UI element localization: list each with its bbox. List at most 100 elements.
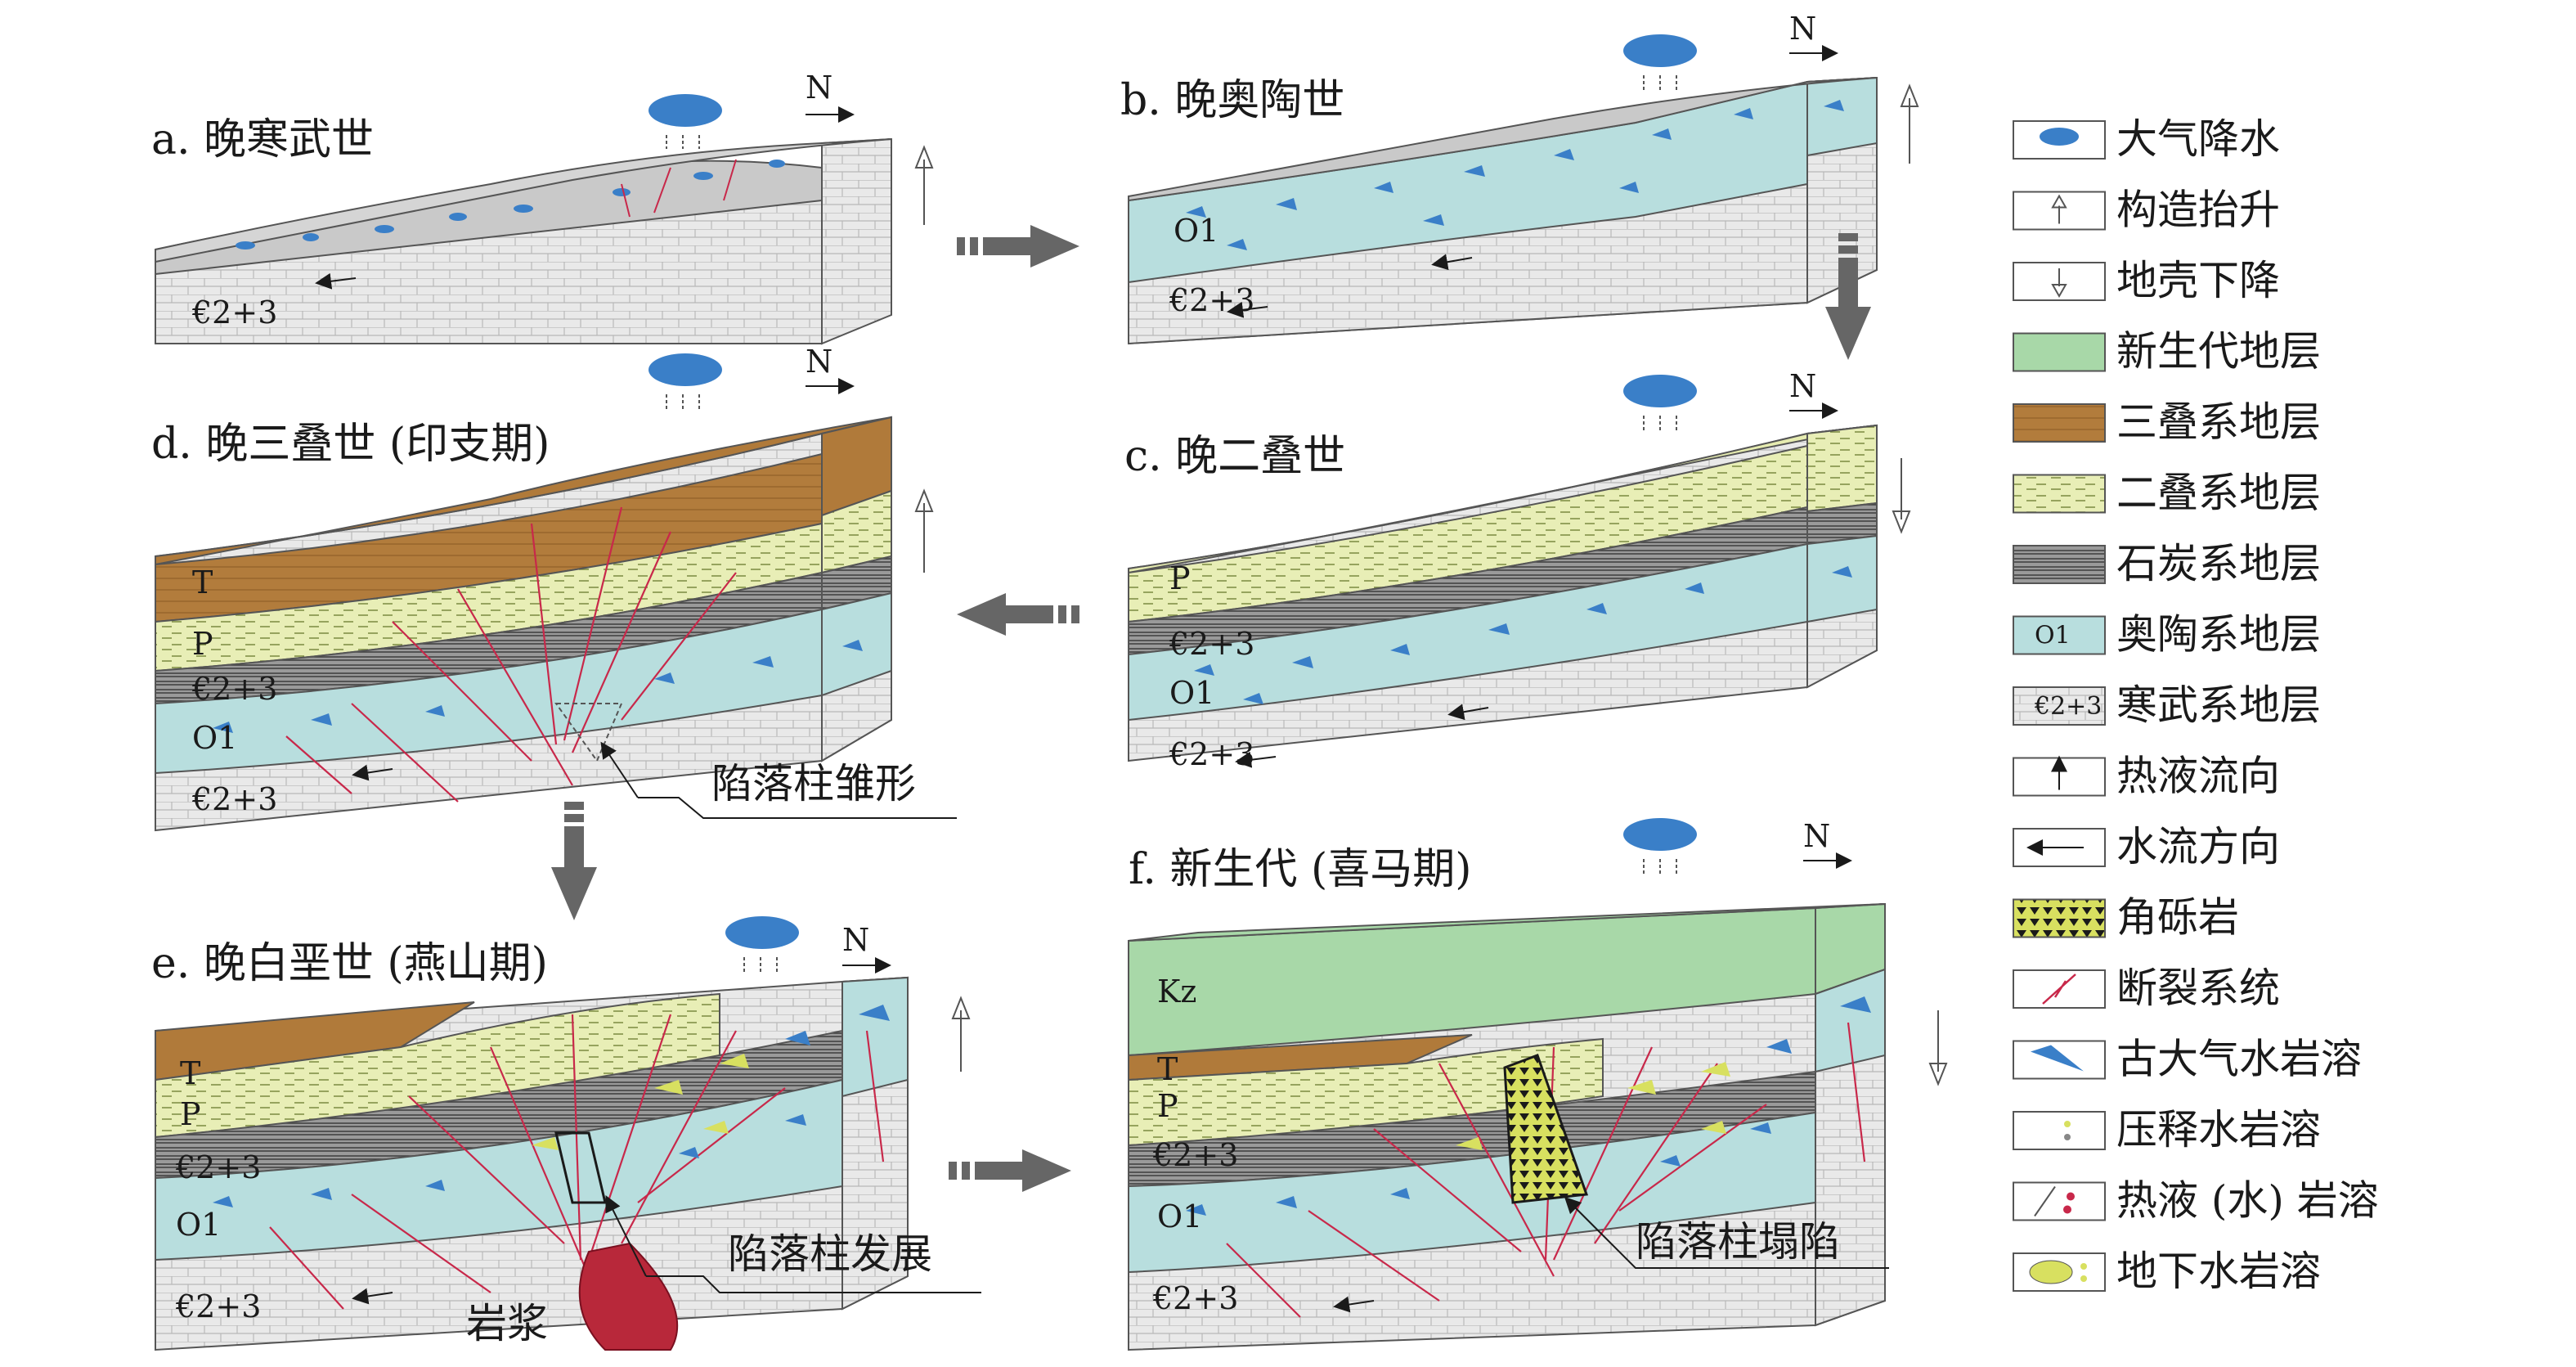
legend-item: 构造抬升: [2013, 187, 2280, 234]
magma-body: [578, 1242, 679, 1351]
panel-f-stratum-5: €2+3: [1152, 1280, 1238, 1316]
panel-c-stratum-1: €2+3: [1169, 626, 1254, 662]
north-arrow: N: [1803, 818, 1852, 869]
legend-label: 角砾岩: [2116, 894, 2239, 942]
legend-item: 大气降水: [2013, 115, 2280, 163]
triassic-swatch: [2013, 403, 2106, 443]
legend-label: 二叠系地层: [2116, 470, 2321, 517]
panel-b-block: O1 €2+3: [1128, 76, 1878, 345]
cenozoic-swatch: [2013, 332, 2106, 372]
carboniferous-swatch: [2013, 545, 2106, 584]
legend-item: 石炭系地层: [2013, 540, 2321, 587]
legend-label: 地壳下降: [2116, 257, 2280, 304]
legend-item: 地壳下降: [2013, 257, 2280, 304]
legend-item: 热液流向: [2013, 753, 2280, 800]
legend-item: 断裂系统: [2013, 965, 2280, 1012]
panel-e-stratum-1: P: [180, 1096, 201, 1132]
legend-label: 地下水岩溶: [2116, 1248, 2321, 1295]
legend-label: 三叠系地层: [2116, 398, 2321, 446]
legend-label: 古大气水岩溶: [2116, 1036, 2362, 1083]
rain-cloud-icon: [648, 94, 722, 149]
sequence-arrow-a-to-b: [957, 225, 1079, 268]
panel-f-stratum-3: €2+3: [1152, 1137, 1238, 1173]
legend-label: 奥陶系地层: [2116, 611, 2321, 659]
callout-leader: 陷落柱发展 岩浆: [466, 1195, 981, 1347]
collapse-column-breccia: [1503, 1054, 1589, 1204]
panel-d-stratum-2: €2+3: [191, 671, 277, 707]
panel-f-stratum-2: P: [1157, 1088, 1178, 1124]
panel-a-stratum-0: €2+3: [191, 295, 277, 331]
panel-d-north-label: N: [806, 344, 832, 380]
panel-a: a. 晚寒武世 €2+3 N: [151, 70, 934, 345]
cambrian-swatch: €2+3: [2013, 686, 2106, 726]
legend-item: 热液 (水) 岩溶: [2013, 1177, 2379, 1225]
panel-d-stratum-1: P: [192, 626, 213, 662]
panel-f-block: Kz T P €2+3 O1 €2+3: [1128, 902, 1886, 1351]
panel-e-stratum-0: T: [180, 1055, 200, 1091]
subsidence-arrow-icon: [1928, 1010, 1948, 1086]
panel-d-stratum-4: €2+3: [191, 781, 277, 817]
panel-c: c. 晚二叠世 P €2+3 O1 €2+3: [1124, 368, 1911, 772]
panel-a-block: €2+3: [155, 137, 892, 345]
legend-item: 压释水岩溶: [2013, 1106, 2321, 1153]
legend-label: 热液流向: [2116, 753, 2280, 800]
north-arrow: N: [806, 70, 855, 123]
panel-b: b. 晚奥陶世 O1 €2+3 N: [1120, 11, 1919, 345]
subsidence-arrow-icon: [1892, 458, 1911, 534]
legend-item: 角砾岩: [2013, 894, 2239, 942]
legend-swatch-text: O1: [2035, 622, 2071, 650]
uplift-arrow-icon: [914, 145, 934, 225]
legend-label: 大气降水: [2116, 115, 2280, 163]
legend-label: 寒武系地层: [2116, 681, 2321, 729]
panel-f-stratum-4: O1: [1157, 1198, 1202, 1234]
legend-label: 新生代地层: [2116, 328, 2321, 375]
panel-e-magma-label: 岩浆: [466, 1300, 548, 1347]
rain-cloud-icon: [1623, 818, 1697, 874]
legend-item: 新生代地层: [2013, 328, 2321, 375]
panel-b-north-label: N: [1789, 11, 1816, 47]
panel-e: e. 晚白垩世 (燕山期): [151, 916, 981, 1351]
north-arrow: N: [842, 922, 891, 974]
panel-f-north-label: N: [1803, 818, 1830, 854]
panel-c-stratum-3: €2+3: [1169, 736, 1254, 772]
panel-f-stratum-0: Kz: [1157, 974, 1196, 1010]
sequence-arrow-d-to-e: [551, 802, 597, 920]
breccia-icon: [2013, 898, 2106, 938]
panel-e-stratum-2: €2+3: [175, 1149, 261, 1185]
uplift-arrow-icon: [1900, 83, 1919, 164]
legend-item: 地下水岩溶: [2013, 1248, 2321, 1295]
panel-b-stratum-1: €2+3: [1169, 282, 1254, 318]
rain-cloud-icon: [1623, 34, 1697, 90]
panel-d: d. 晚三叠世 (印支期) T P: [151, 344, 957, 832]
sequence-arrow-e-to-f: [949, 1149, 1071, 1192]
panel-f-title: f. 新生代 (喜马期): [1129, 845, 1472, 894]
callout-leader: 陷落柱塌陷: [1564, 1196, 1889, 1269]
hydrothermal-karst-icon: [2013, 1181, 2106, 1221]
panel-c-north-label: N: [1789, 368, 1816, 404]
sequence-arrow-c-to-d: [957, 593, 1079, 636]
legend-item: 水流方向: [2013, 823, 2280, 870]
panel-c-block: P €2+3 O1 €2+3: [1128, 424, 1878, 772]
panel-e-stratum-3: O1: [176, 1207, 221, 1243]
legend-label: 石炭系地层: [2116, 540, 2321, 587]
pressure-karst-icon: [2013, 1111, 2106, 1150]
panel-f-callout: 陷落柱塌陷: [1636, 1218, 1840, 1266]
panel-c-stratum-0: P: [1169, 560, 1191, 596]
panel-b-stratum-0: O1: [1174, 213, 1218, 249]
rain-cloud-icon: [1623, 375, 1697, 430]
legend-label: 热液 (水) 岩溶: [2116, 1177, 2379, 1225]
rain-cloud-icon: [2013, 120, 2106, 160]
fault-icon: [2013, 969, 2106, 1009]
panel-e-callout: 陷落柱发展: [728, 1230, 932, 1278]
panel-e-north-label: N: [842, 922, 869, 958]
rain-cloud-icon: [725, 916, 799, 972]
panel-b-title: b. 晚奥陶世: [1120, 76, 1344, 125]
north-arrow: N: [1789, 11, 1838, 61]
panel-a-north-label: N: [806, 70, 832, 106]
sequence-arrow-b-to-c: [1825, 233, 1871, 360]
panel-e-stratum-4: €2+3: [175, 1288, 261, 1324]
ordovician-swatch: O1: [2013, 615, 2106, 655]
legend-label: 压释水岩溶: [2116, 1106, 2321, 1153]
uplift-arrow-icon: [951, 996, 971, 1072]
